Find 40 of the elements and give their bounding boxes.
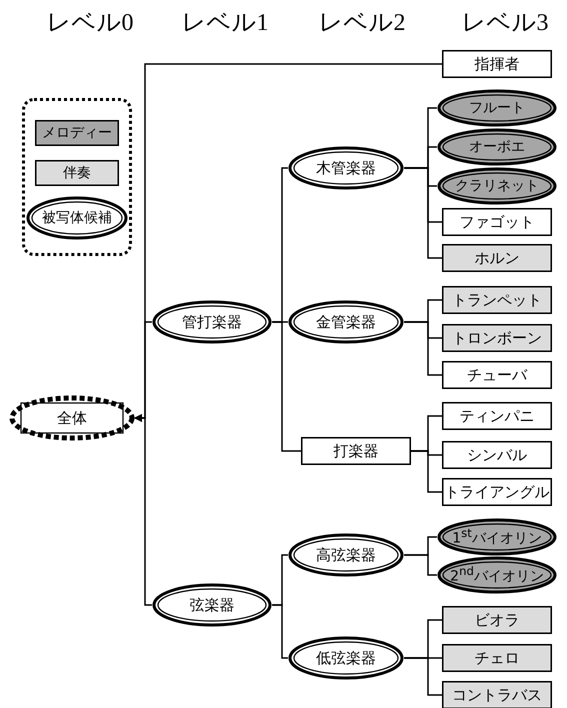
double-ellipse: 2$^{nd}$バイオリン (437, 556, 557, 594)
instrument-box: チェロ (442, 644, 552, 672)
level-heading: レベル3 (462, 9, 548, 38)
instrument-box: ティンパニ (442, 402, 552, 430)
double-ellipse: 低弦楽器 (288, 636, 404, 680)
connector-line (404, 554, 437, 576)
connector-line (404, 657, 442, 696)
connector-line (272, 321, 301, 452)
level-heading: レベル1 (182, 9, 268, 38)
instrument-box: コントラバス (442, 681, 552, 708)
connector-line (404, 321, 442, 376)
legend-ellipse: 被写体候補 (26, 196, 128, 240)
double-ellipse: 高弦楽器 (288, 533, 404, 577)
dotted-ellipse: 全体 (9, 395, 135, 441)
connector-line (134, 414, 152, 606)
double-ellipse: 管打楽器 (152, 300, 272, 344)
instrument-box: トランペット (442, 286, 552, 314)
double-ellipse: フルート (437, 89, 557, 127)
double-ellipse: オーボエ (437, 128, 557, 166)
instrument-box: チューバ (442, 361, 552, 389)
double-ellipse: 金管楽器 (288, 300, 404, 344)
instrument-box: トライアングル (442, 478, 552, 506)
instrument-box: ホルン (442, 244, 552, 272)
instrument-box: ビオラ (442, 606, 552, 634)
legend-swatch: メロディー (35, 120, 119, 146)
instrument-box: 打楽器 (301, 437, 411, 465)
legend-swatch: 伴奏 (35, 160, 119, 186)
connector-line (272, 604, 288, 659)
instrument-box: トロンボーン (442, 324, 552, 352)
level-heading: レベル2 (318, 9, 406, 38)
double-ellipse: クラリネット (437, 167, 557, 205)
double-ellipse: 1$^{st}$バイオリン (437, 518, 557, 556)
double-ellipse: 弦楽器 (152, 583, 272, 627)
double-ellipse: 木管楽器 (288, 146, 404, 190)
connector-line (411, 450, 442, 493)
instrument-box: 指揮者 (442, 50, 552, 78)
level-heading: レベル0 (46, 9, 134, 38)
connector-line (404, 167, 442, 259)
instrument-box: シンバル (442, 441, 552, 469)
instrument-box: ファゴット (442, 208, 552, 236)
